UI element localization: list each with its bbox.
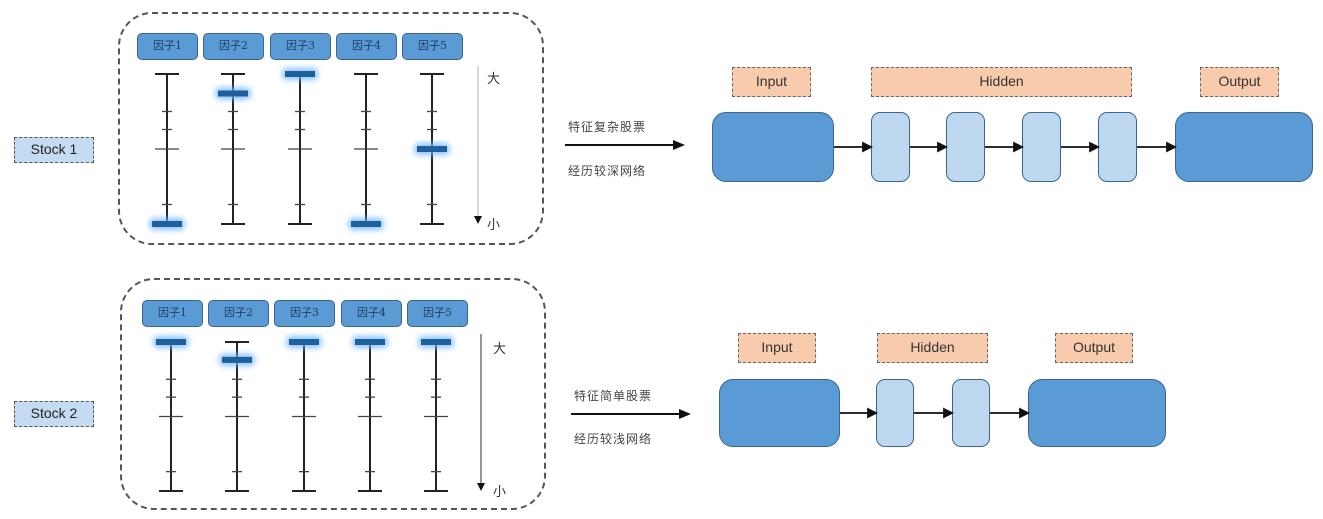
hidden-node [876, 379, 914, 447]
output-layer-tag: Output [1200, 67, 1279, 97]
factor-marker [355, 339, 385, 345]
factor-tag: 因子2 [203, 33, 264, 60]
hidden-node [946, 112, 985, 182]
factor-marker [156, 339, 186, 345]
output-node [1028, 379, 1166, 447]
factor-marker [285, 71, 315, 77]
axis-arrow-down-icon [474, 216, 482, 224]
input-layer-tag: Input [738, 333, 816, 363]
flow-bottom-text: 经历较浅网络 [574, 432, 653, 446]
flow-top-text: 特征简单股票 [574, 389, 653, 403]
stock-2-label: Stock 2 [14, 401, 94, 427]
arrow-head-icon [937, 141, 949, 153]
axis-arrow-down-icon [477, 483, 485, 491]
input-node [712, 112, 834, 182]
hidden-node [952, 379, 990, 447]
factor-marker [351, 221, 381, 227]
output-node [1175, 112, 1313, 182]
arrow-head-icon [943, 407, 955, 419]
factor-marker [417, 146, 447, 152]
flow-top-text: 特征复杂股票 [568, 120, 647, 134]
arrow-head-icon [1013, 141, 1025, 153]
factor-tag: 因子3 [270, 33, 331, 60]
hidden-layer-tag: Hidden [871, 67, 1132, 97]
factor-marker [152, 221, 182, 227]
factor-tag: 因子5 [402, 33, 463, 60]
flow-arrow-icon [571, 409, 691, 419]
axis-high-label: 大 [493, 342, 507, 357]
arrow-head-icon [1019, 407, 1031, 419]
factor-tag: 因子1 [142, 300, 203, 327]
arrow-head-icon [867, 407, 879, 419]
flow-arrow-icon [565, 140, 685, 150]
axis-high-label: 大 [487, 72, 501, 87]
flow-bottom-text: 经历较深网络 [568, 164, 647, 178]
factor-marker [289, 339, 319, 345]
stock-2-factor-panel [120, 278, 546, 510]
factor-marker [218, 90, 248, 97]
factor-tag: 因子5 [407, 300, 468, 327]
stock-1-factor-panel [118, 12, 544, 245]
arrow-head-icon [1166, 141, 1178, 153]
input-layer-tag: Input [732, 67, 811, 97]
factor-tag: 因子4 [336, 33, 397, 60]
arrow-head-icon [862, 141, 874, 153]
output-layer-tag: Output [1055, 333, 1133, 363]
factor-tag: 因子3 [274, 300, 335, 327]
factor-marker [421, 339, 451, 345]
input-node [719, 379, 840, 447]
stock-1-label: Stock 1 [14, 137, 94, 163]
factor-tag: 因子1 [137, 33, 198, 60]
factor-marker [222, 356, 252, 363]
hidden-layer-tag: Hidden [877, 333, 988, 363]
axis-low-label: 小 [487, 218, 501, 233]
arrow-head-icon [1089, 141, 1101, 153]
axis-low-label: 小 [493, 485, 507, 500]
factor-tag: 因子4 [341, 300, 402, 327]
factor-tag: 因子2 [208, 300, 269, 327]
